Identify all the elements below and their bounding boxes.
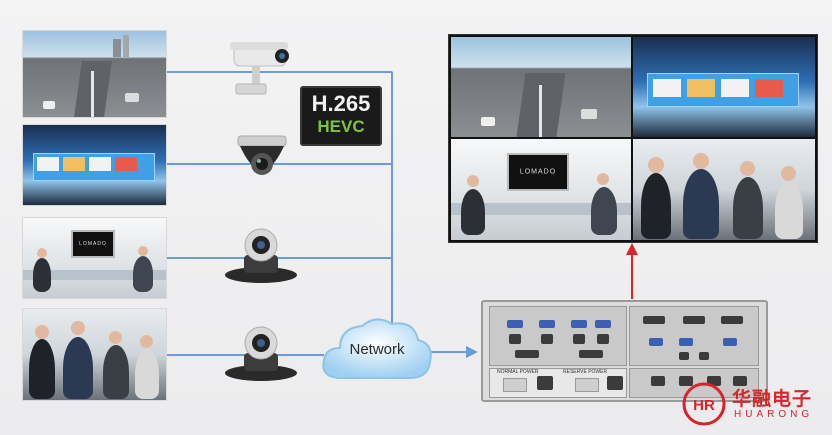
reserve-power-label: RESERVE POWER (563, 369, 607, 375)
huarong-logo-icon: HR (682, 382, 726, 426)
svg-text:HR: HR (693, 397, 715, 414)
wall-cell-meeting: LOMADO (451, 139, 631, 240)
wall-cell-team (633, 139, 815, 240)
video-wall: LOMADO (448, 34, 818, 243)
bullet-camera-icon (226, 38, 296, 108)
network-to-device-arrowhead (466, 346, 478, 358)
h265-hevc-badge: H.265 HEVC (300, 86, 382, 146)
brand-chinese-name: 华融电子 (732, 384, 812, 411)
output-arrowhead (626, 243, 638, 255)
brand-english-name: HUARONG (734, 409, 813, 420)
source-thumb-meeting: LOMADO (22, 217, 167, 299)
normal-power-label: NORMAL POWER (497, 369, 538, 375)
source-thumb-control-room (22, 124, 167, 206)
dome-camera-icon (232, 132, 292, 192)
source-thumb-highway (22, 30, 167, 118)
wall-monitor-label: LOMADO (509, 169, 567, 176)
badge-hevc-label: HEVC (302, 117, 380, 137)
source-thumb-team (22, 308, 167, 401)
wall-cell-control-room (633, 37, 815, 137)
output-arrow-line (631, 252, 633, 299)
wall-cell-highway (451, 37, 631, 137)
network-label: Network (328, 341, 426, 358)
badge-codec-label: H.265 (302, 91, 380, 117)
link-trunk (391, 71, 393, 329)
ptz-camera-icon-2 (222, 323, 300, 383)
ptz-camera-icon (222, 225, 300, 285)
monitor-label: LOMADO (73, 241, 113, 247)
